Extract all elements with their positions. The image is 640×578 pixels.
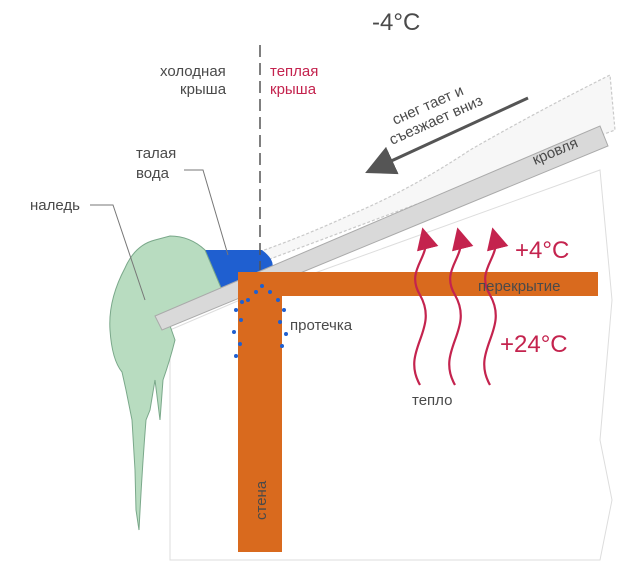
room-temperature: +24°C [500,331,568,358]
warm-roof-label-line2: крыша [270,81,317,98]
wall-label: стена [253,480,270,520]
cold-roof-label-line1: холодная [160,63,226,80]
ice-dam-label: наледь [30,197,80,214]
outside-temperature: -4°C [372,9,420,36]
leak-label: протечка [290,317,353,334]
attic-temperature: +4°C [515,237,569,264]
wall [238,296,282,552]
thawed-water [205,250,273,290]
leak-droplets [232,284,288,358]
thawed-water-label-line2: вода [136,165,170,182]
water-leader [184,169,229,256]
warm-roof-label-line1: теплая [270,63,318,80]
ice-dam-leader [90,204,146,301]
thawed-water-label-line1: талая [136,145,176,162]
snow-layer [248,74,616,263]
heat-label: тепло [412,392,452,409]
ceiling-label: перекрытие [478,278,560,295]
heat-arrows [413,227,509,386]
cold-roof-label-line2: крыша [180,81,227,98]
snow-slide-arrow [365,96,529,175]
